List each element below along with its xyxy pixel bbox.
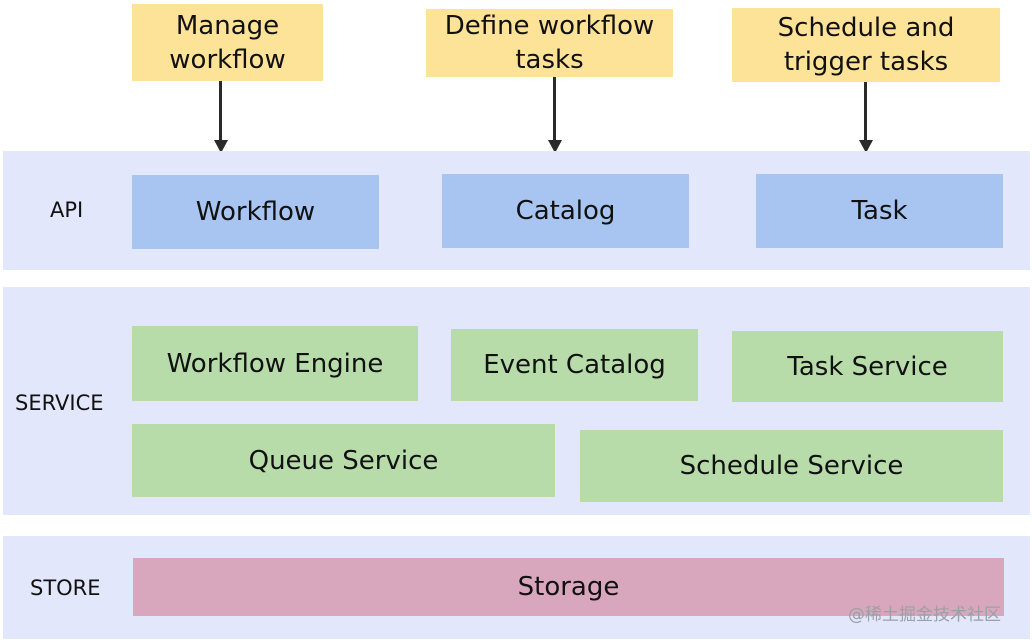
service-box-schedule-service: Schedule Service	[580, 430, 1003, 502]
arrow-head-schedule-trigger-tasks	[859, 140, 873, 153]
api-layer-label: API	[50, 198, 84, 222]
service-box-task-service: Task Service	[732, 331, 1003, 402]
arrow-define-workflow-tasks	[553, 77, 556, 141]
api-box-catalog: Catalog	[442, 174, 689, 248]
note-define-workflow-tasks: Define workflow tasks	[426, 9, 673, 77]
api-box-workflow: Workflow	[132, 175, 379, 249]
service-box-workflow-engine: Workflow Engine	[132, 326, 418, 401]
arrow-head-manage-workflow	[214, 140, 228, 153]
service-layer-label: SERVICE	[15, 391, 104, 415]
store-box-storage: Storage	[133, 558, 1004, 616]
store-layer-label: STORE	[30, 576, 101, 600]
note-schedule-trigger-tasks: Schedule and trigger tasks	[732, 8, 1000, 82]
service-box-event-catalog: Event Catalog	[451, 329, 698, 401]
arrow-head-define-workflow-tasks	[548, 140, 562, 153]
service-box-queue-service: Queue Service	[132, 424, 555, 497]
watermark: @稀土掘金技术社区	[848, 604, 1001, 625]
arrow-schedule-trigger-tasks	[864, 82, 867, 141]
arrow-manage-workflow	[219, 81, 222, 141]
api-box-task: Task	[756, 174, 1003, 248]
note-manage-workflow: Manage workflow	[132, 4, 323, 81]
